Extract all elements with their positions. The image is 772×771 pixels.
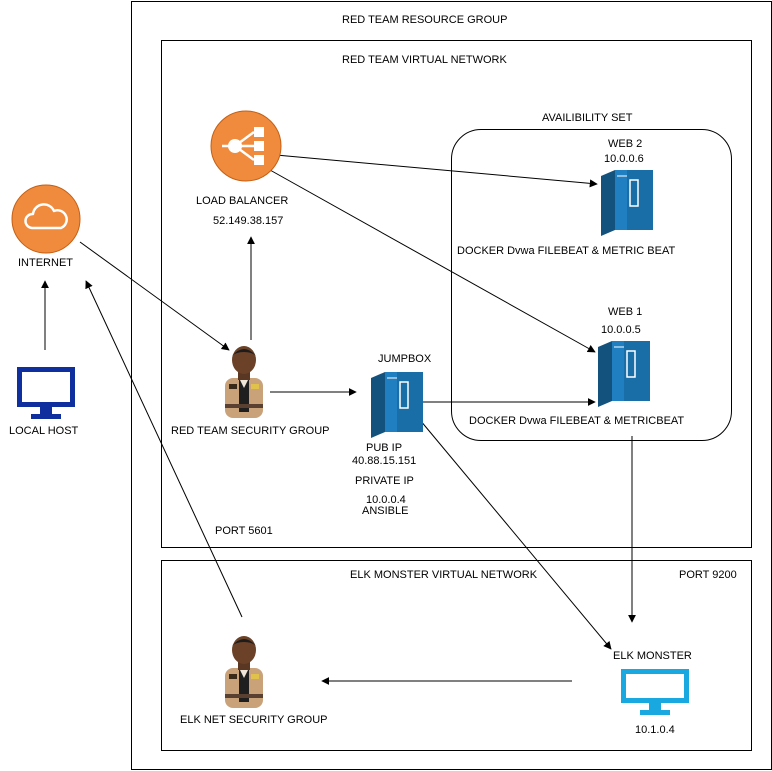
server-icon [601,170,653,236]
load-balancer-ip: 52.149.38.157 [213,215,284,227]
server-icon [598,341,650,407]
local-host-label: LOCAL HOST [9,425,79,437]
jumpbox-private-ip: 10.0.0.4 [366,494,406,506]
web2-services: DOCKER Dvwa FILEBEAT & METRIC BEAT [457,245,676,257]
red-vnet-title: RED TEAM VIRTUAL NETWORK [342,54,507,66]
elk-monster-ip: 10.1.0.4 [635,724,675,736]
web1-ip: 10.0.0.5 [601,324,641,336]
jumpbox-pub-ip: 40.88.15.151 [352,455,417,467]
red-security-group-label: RED TEAM SECURITY GROUP [171,425,330,437]
elk-monster-label: ELK MONSTER [613,650,692,662]
jumpbox-private-ip-label: PRIVATE IP [355,475,414,487]
web1-services: DOCKER Dvwa FILEBEAT & METRICBEAT [469,415,685,427]
security-guard-icon [217,342,271,418]
monitor-icon [619,667,691,717]
web1-name: WEB 1 [608,306,643,318]
port-5601-label: PORT 5601 [215,525,273,537]
jumpbox-pub-ip-label: PUB IP [366,442,403,454]
jumpbox-label: JUMPBOX [378,353,432,365]
availability-set-container [451,129,732,441]
jumpbox-role: ANSIBLE [362,505,409,517]
monitor-icon [15,365,77,421]
load-balancer-icon [210,110,282,182]
cloud-icon [11,184,81,254]
web2-ip: 10.0.0.6 [604,153,644,165]
server-icon [371,372,423,438]
resource-group-title: RED TEAM RESOURCE GROUP [342,14,508,26]
availability-set-title: AVAILIBILITY SET [542,112,633,124]
elk-vnet-title: ELK MONSTER VIRTUAL NETWORK [350,569,538,581]
security-guard-icon [217,632,271,708]
web2-name: WEB 2 [608,138,643,150]
port-9200-label: PORT 9200 [679,569,737,581]
load-balancer-label: LOAD BALANCER [196,195,289,207]
internet-label: INTERNET [18,257,73,269]
elk-security-group-label: ELK NET SECURITY GROUP [180,714,328,726]
